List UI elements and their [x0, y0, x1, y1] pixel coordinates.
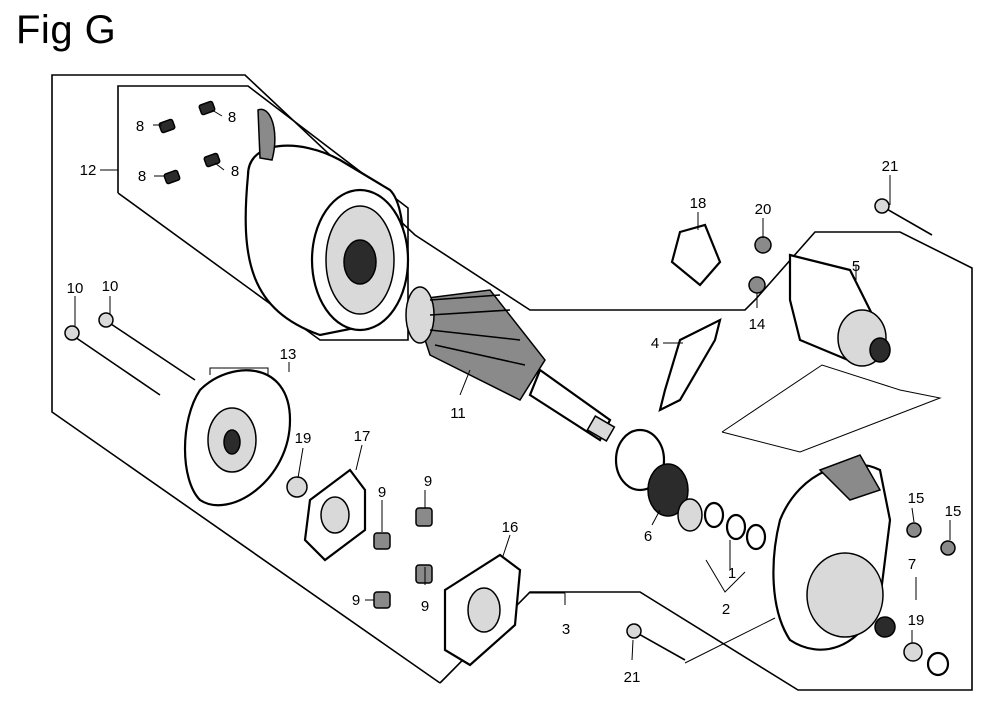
spring-icon	[373, 532, 391, 550]
figure-title: Fig G	[16, 8, 117, 52]
callout-label: 3	[562, 621, 570, 638]
brush-icon	[158, 118, 176, 134]
callout-label: 8	[136, 118, 144, 135]
brush-springs	[373, 507, 433, 609]
brush-set	[158, 100, 221, 185]
armature	[405, 286, 616, 442]
callout-label: 4	[651, 335, 659, 352]
bushing	[286, 476, 308, 498]
shift-lever	[658, 317, 722, 413]
callout-label: 10	[67, 280, 84, 297]
callout-label: 18	[690, 195, 707, 212]
callout-label: 9	[378, 484, 386, 501]
oil-seal	[926, 651, 950, 677]
callout-label: 8	[228, 109, 236, 126]
brush-icon	[198, 100, 216, 116]
pinion-clutch	[614, 428, 703, 532]
callout-label: 1	[728, 565, 736, 582]
callout-label: 19	[908, 612, 925, 629]
callout-label: 17	[354, 428, 371, 445]
bushing	[903, 642, 923, 662]
plunger-holder	[670, 223, 722, 287]
spring-icon	[373, 591, 391, 609]
gear-housing-bracket	[705, 559, 746, 593]
gear-housing	[772, 454, 896, 651]
callout-label: 16	[502, 519, 519, 536]
callout-label: 19	[295, 430, 312, 447]
washers	[703, 501, 767, 551]
callout-label: 11	[450, 405, 466, 422]
rear-cover	[183, 369, 292, 507]
callout-label: 21	[882, 158, 899, 175]
nut-icon	[940, 540, 956, 556]
solenoid	[788, 253, 891, 367]
nut-icon	[748, 276, 766, 294]
brush-icon	[163, 169, 181, 185]
callout-label: 8	[138, 168, 146, 185]
callout-label: 7	[908, 556, 916, 573]
callout-label: 15	[945, 503, 962, 520]
callout-label: 9	[352, 592, 360, 609]
spring-icon	[415, 564, 433, 584]
yoke-group-bracket	[117, 85, 409, 341]
nut-icon	[906, 522, 922, 538]
mounting-bolts	[626, 198, 933, 661]
callout-label: 10	[102, 278, 119, 295]
brush-holder-group-bracket	[209, 367, 269, 375]
callout-labels: 1 2 3 4 5 6 7 8 8 8 8 9 9 9 9 10 10 11 1…	[67, 109, 962, 686]
nut-icon	[754, 236, 772, 254]
leader-lines	[74, 109, 951, 664]
callout-label: 2	[722, 601, 730, 618]
assembly-boundary-line	[51, 74, 973, 691]
callout-label: 21	[624, 669, 641, 686]
through-bolts	[64, 312, 196, 396]
spring-icon	[415, 507, 433, 527]
callout-label: 9	[421, 598, 429, 615]
callout-label: 14	[749, 316, 766, 333]
callout-label: 5	[852, 258, 860, 275]
callout-label: 8	[231, 163, 239, 180]
callout-label: 9	[424, 473, 432, 490]
solenoid-bracket-line	[721, 364, 942, 453]
callout-label: 13	[280, 346, 297, 363]
yoke-assembly	[244, 108, 410, 337]
callout-label: 15	[908, 490, 925, 507]
callout-label: 12	[80, 162, 97, 179]
callout-label: 6	[644, 528, 652, 545]
callout-label: 20	[755, 201, 772, 218]
